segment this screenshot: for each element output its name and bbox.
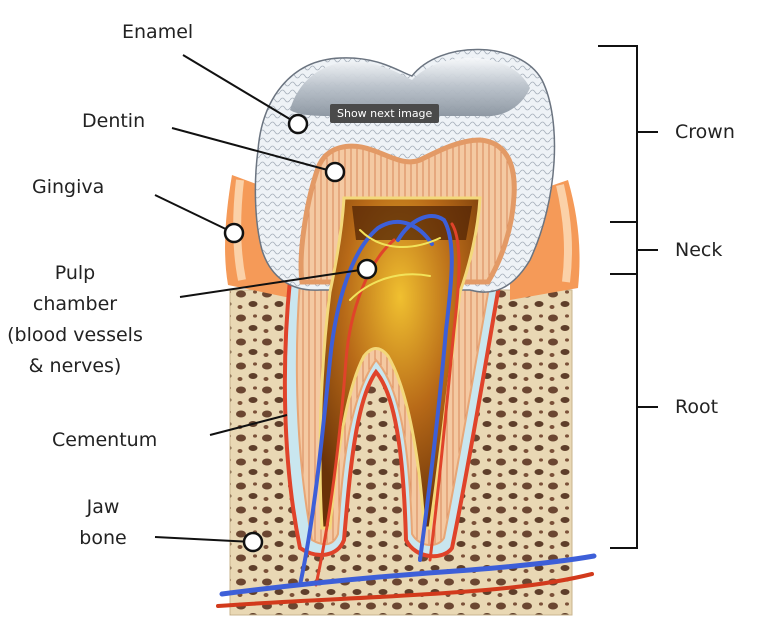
label-root: Root xyxy=(675,396,719,418)
label-cementum: Cementum xyxy=(52,429,158,451)
label-jaw-line2: bone xyxy=(79,527,127,549)
label-pulp-line3: (blood vessels xyxy=(7,324,143,346)
leader-lines xyxy=(154,54,368,543)
pulp-marker xyxy=(356,258,378,280)
show-next-image-tooltip[interactable]: Show next image xyxy=(330,104,440,123)
label-jaw-bone: Jaw bone xyxy=(60,492,146,554)
label-neck: Neck xyxy=(675,239,723,261)
neck-bracket xyxy=(610,221,638,275)
gingiva-marker xyxy=(223,222,245,244)
label-crown: Crown xyxy=(675,121,735,143)
dentin-marker xyxy=(324,161,346,183)
marker-circles xyxy=(223,113,378,553)
label-gingiva: Gingiva xyxy=(32,176,105,198)
label-jaw-line1: Jaw xyxy=(86,496,120,518)
label-dentin: Dentin xyxy=(82,110,146,132)
label-pulp-line1: Pulp xyxy=(54,262,96,284)
crown-bracket xyxy=(598,45,638,223)
label-enamel: Enamel xyxy=(122,21,194,43)
jaw-bone-marker xyxy=(242,531,264,553)
blood-vessels xyxy=(216,214,597,608)
label-pulp-chamber: Pulp chamber (blood vessels & nerves) xyxy=(0,258,150,382)
label-pulp-line2: chamber xyxy=(32,293,118,315)
label-pulp-line4: & nerves) xyxy=(28,355,122,377)
brackets xyxy=(598,45,658,549)
enamel-marker xyxy=(287,113,309,135)
root-bracket xyxy=(610,273,638,549)
